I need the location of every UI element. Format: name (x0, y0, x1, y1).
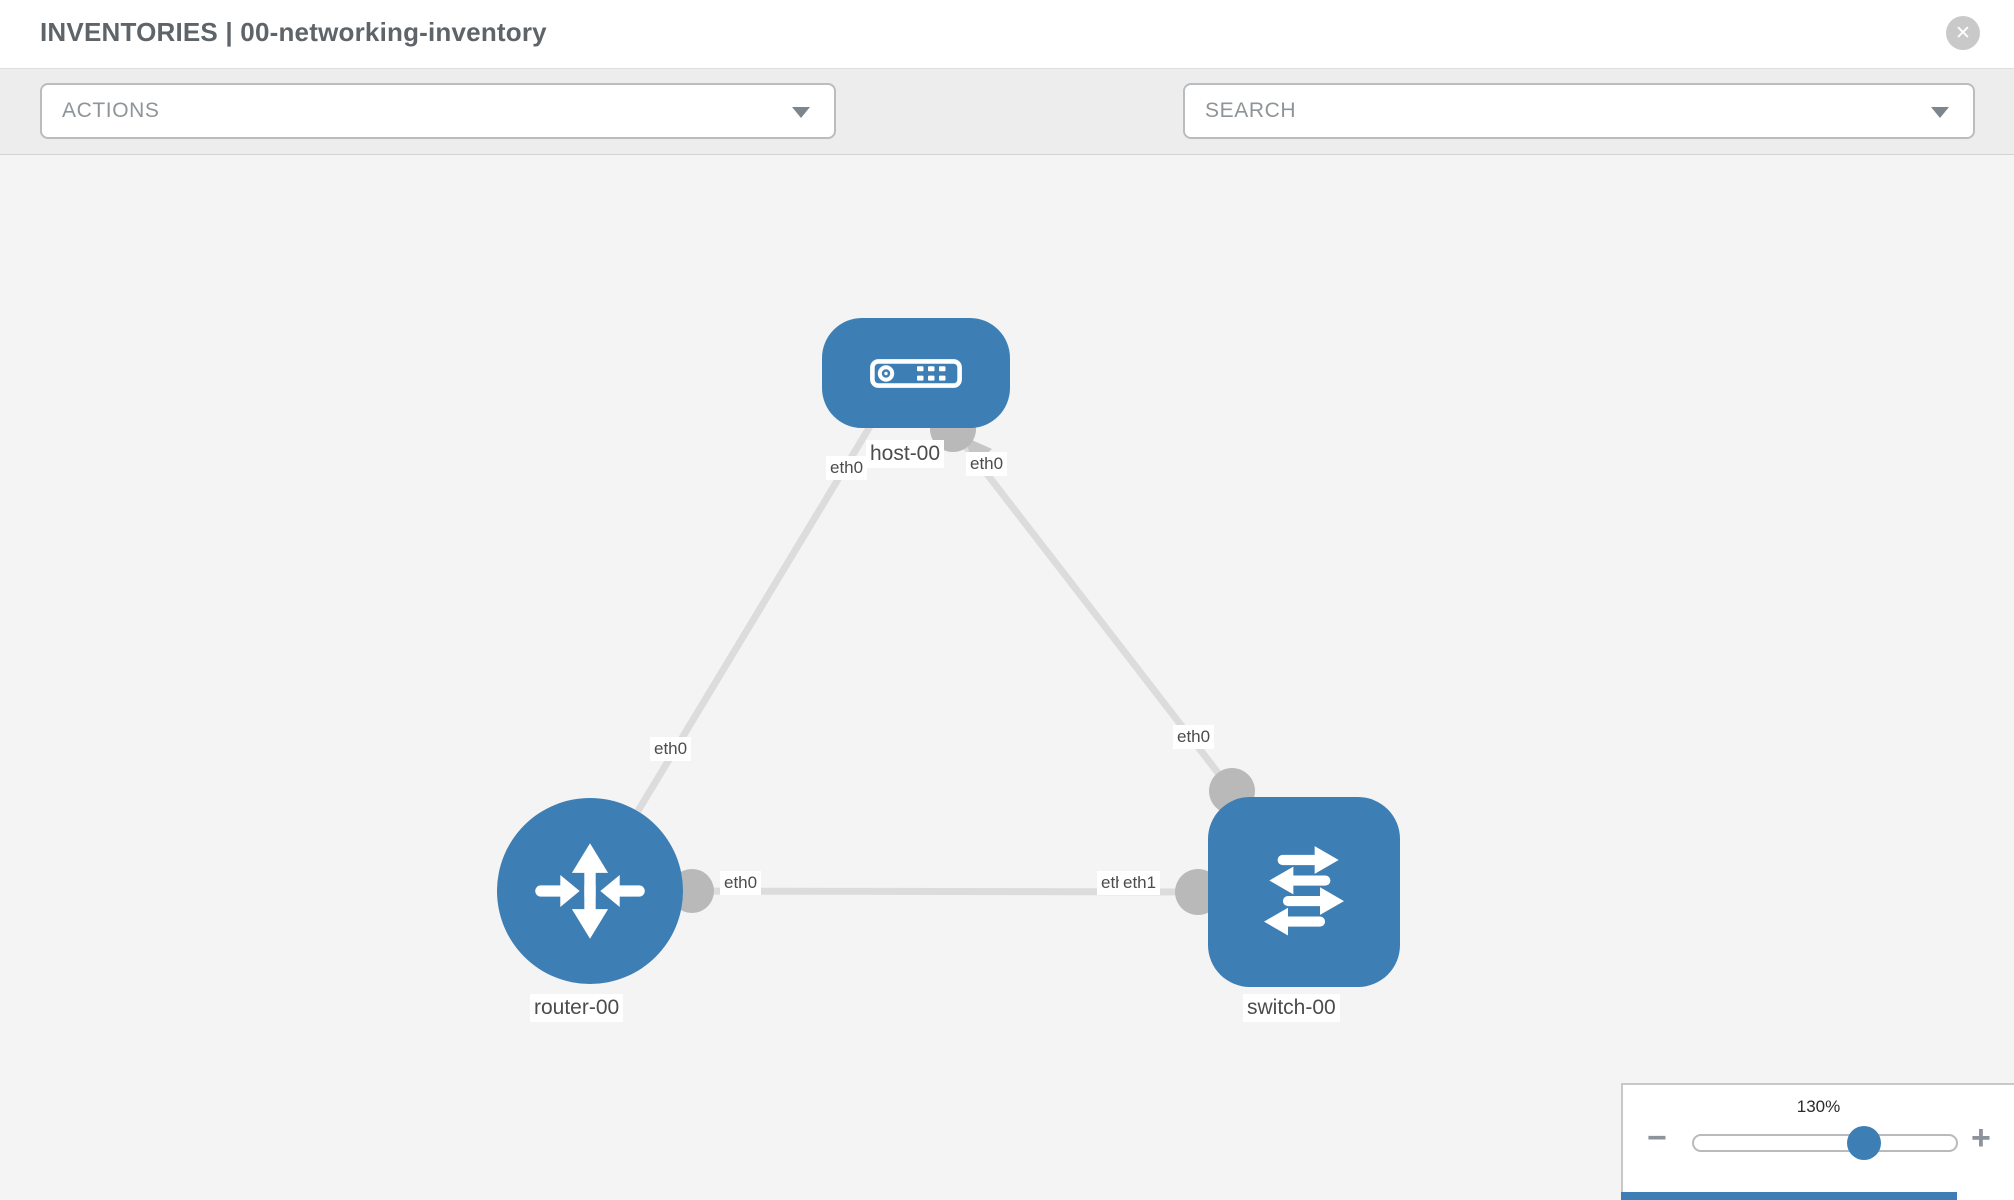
node-router-00[interactable] (497, 798, 683, 984)
topology-canvas[interactable] (0, 155, 2014, 1200)
zoom-in-button[interactable]: + (1971, 1119, 1991, 1157)
router-icon (535, 843, 645, 939)
interface-label-host-left: eth0 (826, 456, 868, 480)
node-switch-00[interactable] (1208, 797, 1400, 987)
zoom-level-readout: 130% (1796, 1097, 1841, 1116)
node-label-host: host-00 (866, 440, 945, 468)
node-label-switch: switch-00 (1243, 994, 1340, 1022)
bottom-blue-bar (1621, 1192, 1957, 1200)
node-label-router: router-00 (530, 994, 624, 1022)
actions-dropdown-label: ACTIONS (62, 99, 160, 122)
actions-dropdown[interactable]: ACTIONS (40, 83, 836, 139)
interface-label-switch-top: eth0 (1173, 725, 1215, 749)
interface-label-host-right: eth0 (966, 452, 1008, 476)
interface-label-router-right: eth0 (720, 871, 762, 895)
header-bar: INVENTORIES | 00-networking-inventory ✕ (0, 0, 2014, 69)
search-dropdown-label: SEARCH (1205, 99, 1297, 122)
search-dropdown[interactable]: SEARCH (1183, 83, 1975, 139)
host-icon (870, 358, 962, 388)
toolbar: ACTIONS SEARCH (0, 69, 2014, 197)
interface-label-switch-front: eth1 (1119, 871, 1161, 895)
zoom-slider-track[interactable] (1692, 1134, 1958, 1152)
close-icon[interactable]: ✕ (1946, 16, 1980, 50)
interface-label-router-top: eth0 (650, 737, 692, 761)
chevron-down-icon (792, 107, 810, 118)
page-title: INVENTORIES | 00-networking-inventory (40, 17, 547, 47)
node-host-00[interactable] (822, 318, 1010, 428)
zoom-slider-thumb[interactable] (1847, 1126, 1881, 1160)
switch-icon (1264, 846, 1344, 936)
zoom-out-button[interactable]: − (1647, 1119, 1667, 1157)
close-x-glyph: ✕ (1955, 22, 1971, 44)
zoom-widget: 130% − + (1621, 1083, 2014, 1200)
chevron-down-icon (1931, 107, 1949, 118)
